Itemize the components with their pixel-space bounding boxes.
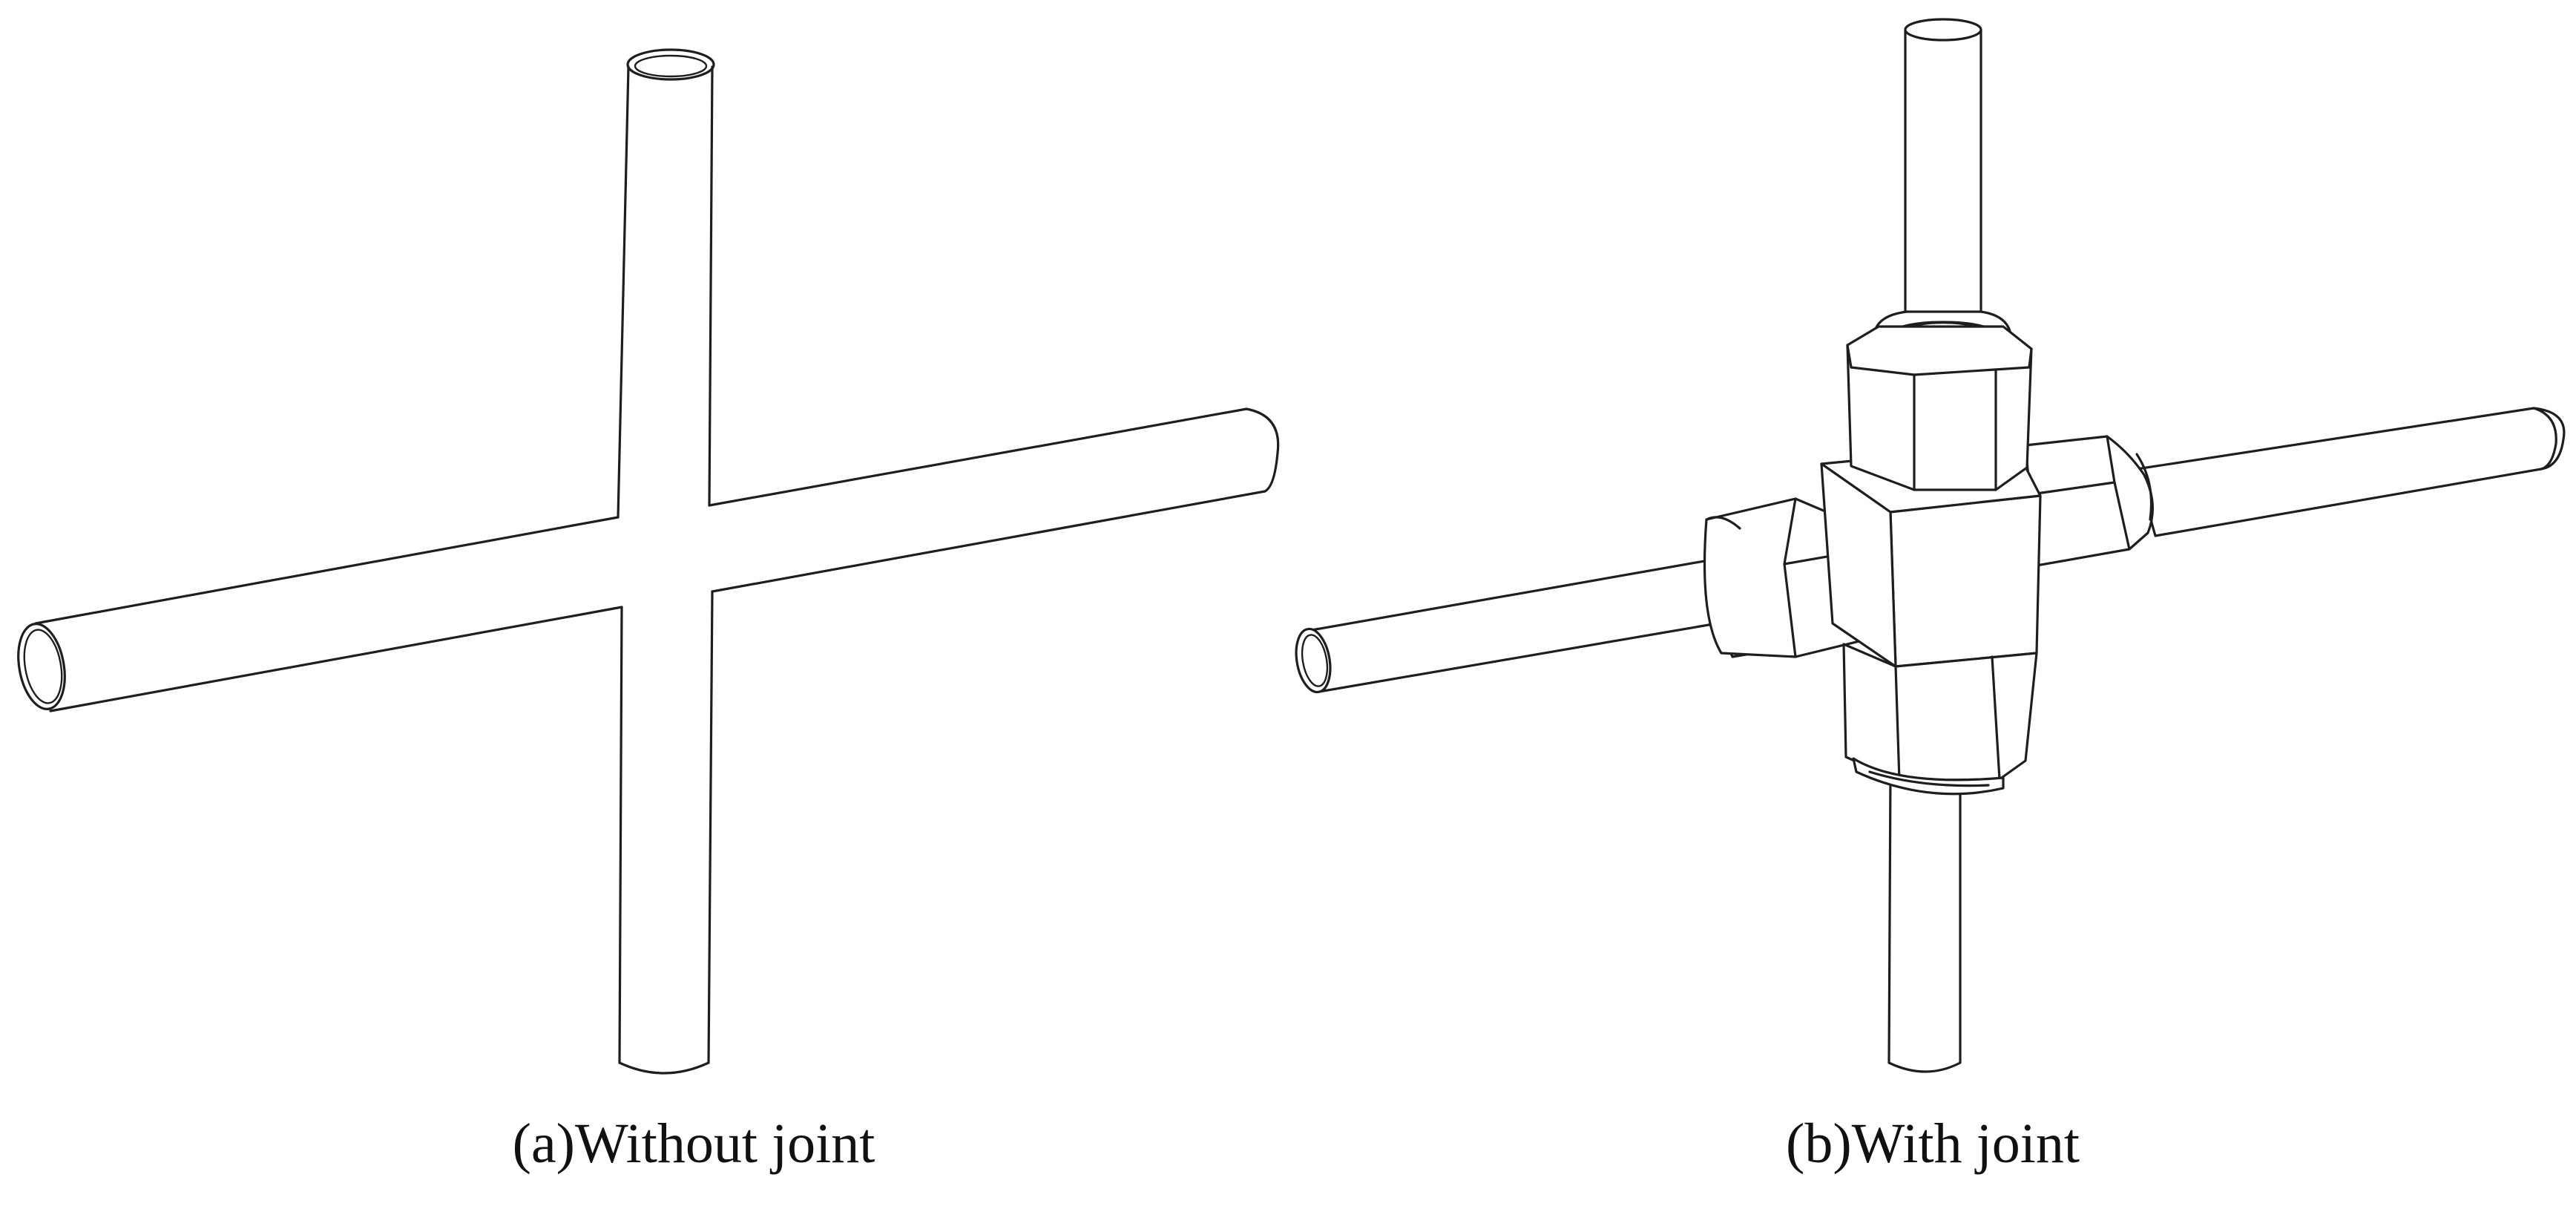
caption-b: (b)With joint <box>1786 1112 2080 1175</box>
panel-b-pipe-bottom <box>1887 770 1962 1073</box>
panel-b-pipe-left <box>1295 557 1736 694</box>
caption-a: (a)Without joint <box>512 1112 875 1175</box>
panel-b-pipe-top <box>1904 18 1982 334</box>
panel-a-vertical-pipe <box>617 48 715 1075</box>
panel-b-hex-nut-top <box>1846 310 2033 491</box>
panel-a-horizontal-pipe <box>17 407 1280 712</box>
panel-b-hex-nut-bottom <box>1842 643 2038 796</box>
panel-a-cross-pipes <box>17 48 1280 1075</box>
panel-b-joint-assembly <box>1295 18 2566 1073</box>
panel-b-hex-nut-right <box>2024 435 2154 567</box>
panel-b-pipe-right <box>2135 407 2566 537</box>
